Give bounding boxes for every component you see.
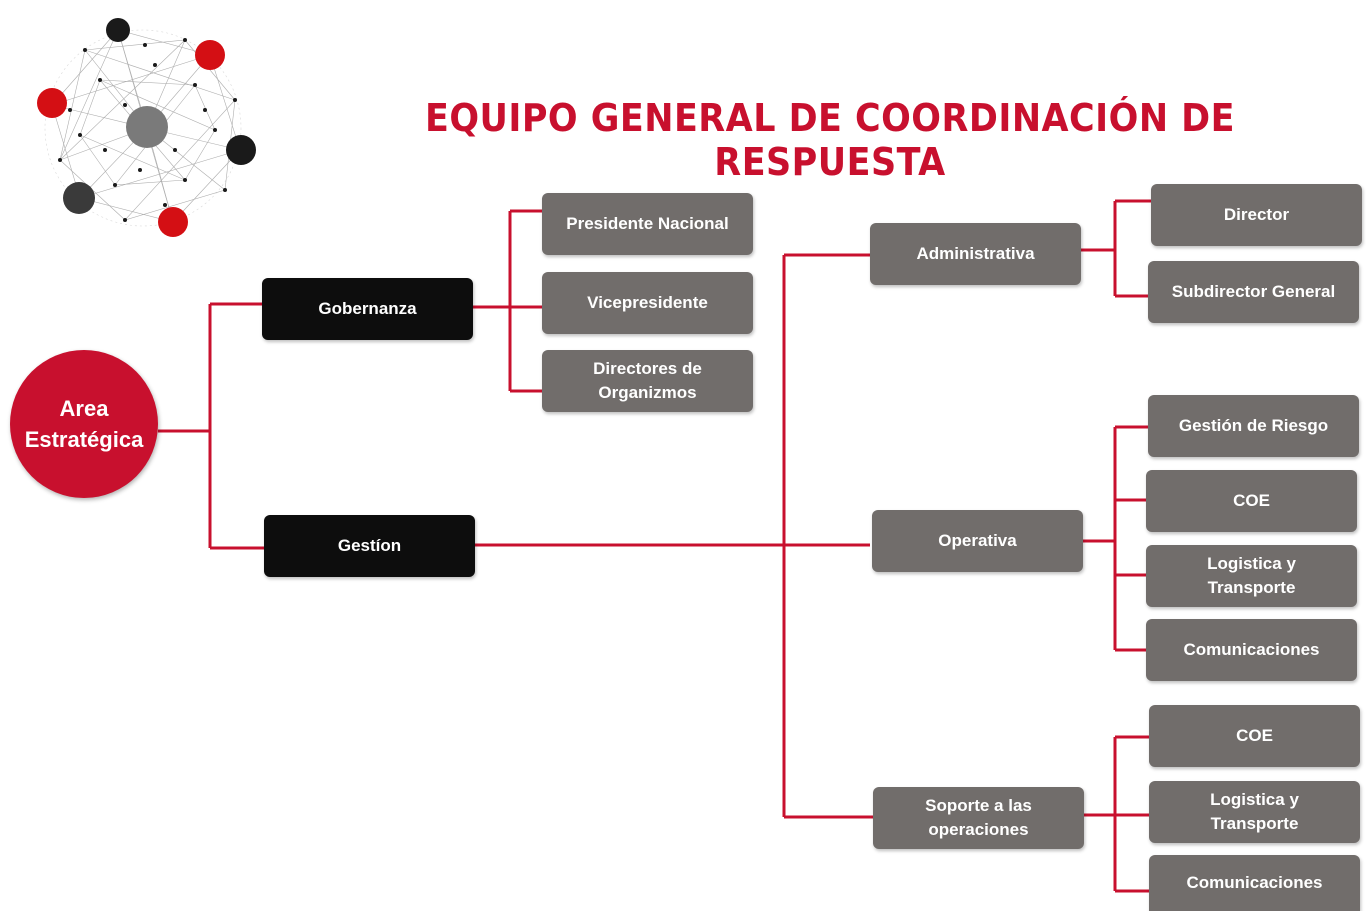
node-label: Comunicaciones [1183, 640, 1320, 659]
page-title: EQUIPO GENERAL DE COORDINACIÓN DE RESPUE… [425, 96, 1235, 184]
node-subdirector-general: Subdirector General [1148, 261, 1359, 323]
node-comunicaciones: Comunicaciones [1149, 855, 1360, 911]
node-logistica-y-transporte: Logistica y Transporte [1149, 781, 1360, 843]
node-label: Presidente Nacional [566, 214, 729, 233]
node-logistica-y-transporte: Logistica y Transporte [1146, 545, 1357, 607]
node-label: COE [1233, 491, 1270, 510]
node-directores-de-organizmos: Directores de Organizmos [542, 350, 753, 412]
node-label: Logistica y Transporte [1207, 554, 1296, 597]
node-gestion-de-riesgo: Gestión de Riesgo [1148, 395, 1359, 457]
node-label: Subdirector General [1171, 282, 1336, 301]
node-gestion-label: Gestíon [337, 536, 402, 555]
node-label: Vicepresidente [587, 293, 708, 312]
node-coe: COE [1149, 705, 1360, 767]
node-label: COE [1236, 726, 1273, 745]
node-label: Logistica y Transporte [1210, 790, 1299, 833]
node-administrativa: Administrativa [870, 223, 1081, 285]
node-label: Operativa [938, 531, 1017, 550]
node-presidente-nacional: Presidente Nacional [542, 193, 753, 255]
node-director: Director [1151, 184, 1362, 246]
root-node-area-estrategica: Area Estratégica [10, 350, 158, 498]
node-label: Soporte a las operaciones [925, 796, 1032, 839]
node-gobernanza-label: Gobernanza [318, 299, 417, 318]
node-coe: COE [1146, 470, 1357, 532]
node-vicepresidente: Vicepresidente [542, 272, 753, 334]
node-gestion: Gestíon [264, 515, 475, 577]
node-operativa: Operativa [872, 510, 1083, 572]
root-node-label: Area Estratégica [24, 396, 144, 452]
node-soporte-a-las-operaciones: Soporte a las operaciones [873, 787, 1084, 849]
node-label: Administrativa [916, 244, 1035, 263]
node-comunicaciones: Comunicaciones [1146, 619, 1357, 681]
node-label: Gestión de Riesgo [1178, 416, 1329, 435]
node-label: Directores de Organizmos [593, 359, 702, 402]
node-label: Comunicaciones [1186, 873, 1323, 892]
network-globe-logo [37, 18, 256, 237]
node-gobernanza: Gobernanza [262, 278, 473, 340]
node-label: Director [1223, 205, 1290, 224]
